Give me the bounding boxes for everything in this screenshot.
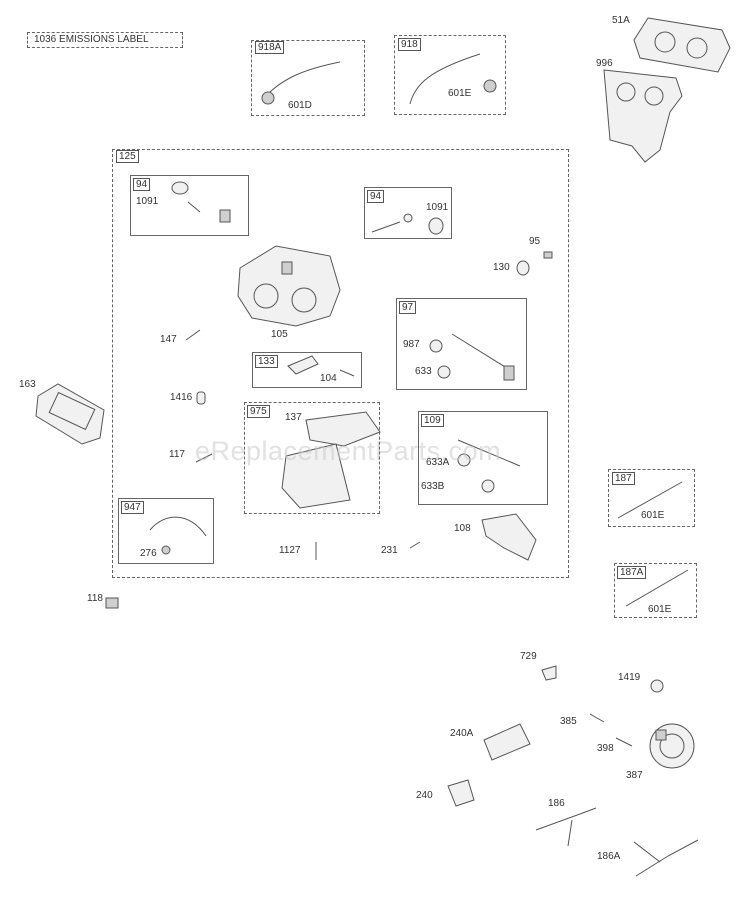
label-240a: 240A xyxy=(450,728,474,739)
group-125-box xyxy=(112,149,569,578)
group-918a-tag: 918A xyxy=(255,41,285,54)
group-133-box xyxy=(252,352,362,388)
part-133 xyxy=(287,355,319,375)
label-163: 163 xyxy=(19,379,36,390)
tee-186a xyxy=(633,839,699,877)
emissions-label: 1036 EMISSIONS LABEL xyxy=(27,32,183,48)
nut-1419 xyxy=(650,679,664,693)
label-1091-right: 1091 xyxy=(426,202,449,213)
label-729: 729 xyxy=(520,651,537,662)
group-918a-box xyxy=(251,40,365,116)
fuel-pump-387 xyxy=(649,723,695,769)
label-398: 398 xyxy=(597,743,614,754)
gasket-51a xyxy=(633,17,731,73)
group-187a-box xyxy=(614,563,697,618)
jet-kit-94-right xyxy=(371,213,444,235)
label-1416: 1416 xyxy=(170,392,193,403)
part-1416 xyxy=(196,391,206,405)
screw-385 xyxy=(589,713,605,723)
gasket-163 xyxy=(35,383,105,445)
fitting-118 xyxy=(105,597,119,609)
hose-187a xyxy=(625,569,689,607)
label-601e-187a: 601E xyxy=(648,604,672,615)
group-918-tag: 918 xyxy=(398,38,421,51)
screw-231 xyxy=(409,541,421,549)
group-918-box xyxy=(394,35,506,115)
group-187a-tag: 187A xyxy=(617,566,647,579)
group-94-right-tag: 94 xyxy=(367,190,385,203)
fuel-filter-240a xyxy=(483,723,531,761)
group-187-tag: 187 xyxy=(612,472,635,485)
label-633b: 633B xyxy=(421,481,445,492)
label-117: 117 xyxy=(169,449,185,460)
carburetor-body xyxy=(237,245,341,327)
float-bowl-975 xyxy=(281,411,381,509)
group-133-tag: 133 xyxy=(255,355,278,368)
label-601d: 601D xyxy=(288,100,312,111)
label-231: 231 xyxy=(381,545,398,556)
label-601e-187: 601E xyxy=(641,510,665,521)
group-109-tag: 109 xyxy=(421,414,444,427)
group-97-box xyxy=(396,298,527,390)
clip-729 xyxy=(541,665,557,681)
label-385: 385 xyxy=(560,716,577,727)
label-130: 130 xyxy=(493,262,510,273)
harness-947 xyxy=(149,516,207,555)
label-105: 105 xyxy=(271,329,288,340)
label-104: 104 xyxy=(320,373,337,384)
label-186: 186 xyxy=(548,798,565,809)
label-137: 137 xyxy=(285,412,302,423)
label-51a: 51A xyxy=(612,15,630,26)
group-125-tag: 125 xyxy=(116,150,139,163)
screw-95 xyxy=(543,251,553,259)
label-987: 987 xyxy=(403,339,420,350)
label-633a: 633A xyxy=(426,457,450,468)
clamp-601d xyxy=(261,91,275,105)
plate-108 xyxy=(481,513,537,561)
group-187-box xyxy=(608,469,695,527)
label-186a: 186A xyxy=(597,851,621,862)
clamp-601e-top xyxy=(483,79,497,93)
label-601e-top: 601E xyxy=(448,88,472,99)
filter-240 xyxy=(447,779,475,807)
hose-918 xyxy=(409,53,481,105)
label-147: 147 xyxy=(160,334,177,345)
group-975-box xyxy=(244,402,380,514)
tube-398 xyxy=(615,737,633,747)
screw-147 xyxy=(185,329,201,341)
tee-186 xyxy=(535,807,597,847)
group-94-right-box xyxy=(364,187,452,239)
label-996: 996 xyxy=(596,58,613,69)
label-633: 633 xyxy=(415,366,432,377)
group-94-left-box xyxy=(130,175,249,236)
choke-shaft-109 xyxy=(457,439,521,493)
plate-996 xyxy=(603,69,683,163)
watermark: eReplacementParts.com xyxy=(195,436,502,466)
label-240: 240 xyxy=(416,790,433,801)
group-94-left-tag: 94 xyxy=(133,178,151,191)
jet-kit-94-left xyxy=(171,181,231,223)
group-947-box xyxy=(118,498,214,564)
label-118: 118 xyxy=(87,593,103,604)
part-130 xyxy=(516,260,530,276)
group-975-tag: 975 xyxy=(247,405,270,418)
label-1127: 1127 xyxy=(279,545,301,556)
group-97-tag: 97 xyxy=(399,301,417,314)
label-108: 108 xyxy=(454,523,471,534)
throttle-shaft-97 xyxy=(429,333,515,381)
label-95: 95 xyxy=(529,236,541,247)
label-1419: 1419 xyxy=(618,672,641,683)
group-947-tag: 947 xyxy=(121,501,144,514)
hose-187 xyxy=(617,481,683,519)
group-109-box xyxy=(418,411,548,505)
label-276: 276 xyxy=(140,548,157,559)
label-387: 387 xyxy=(626,770,643,781)
solenoid-117 xyxy=(195,453,213,463)
label-1091-left: 1091 xyxy=(136,196,159,207)
